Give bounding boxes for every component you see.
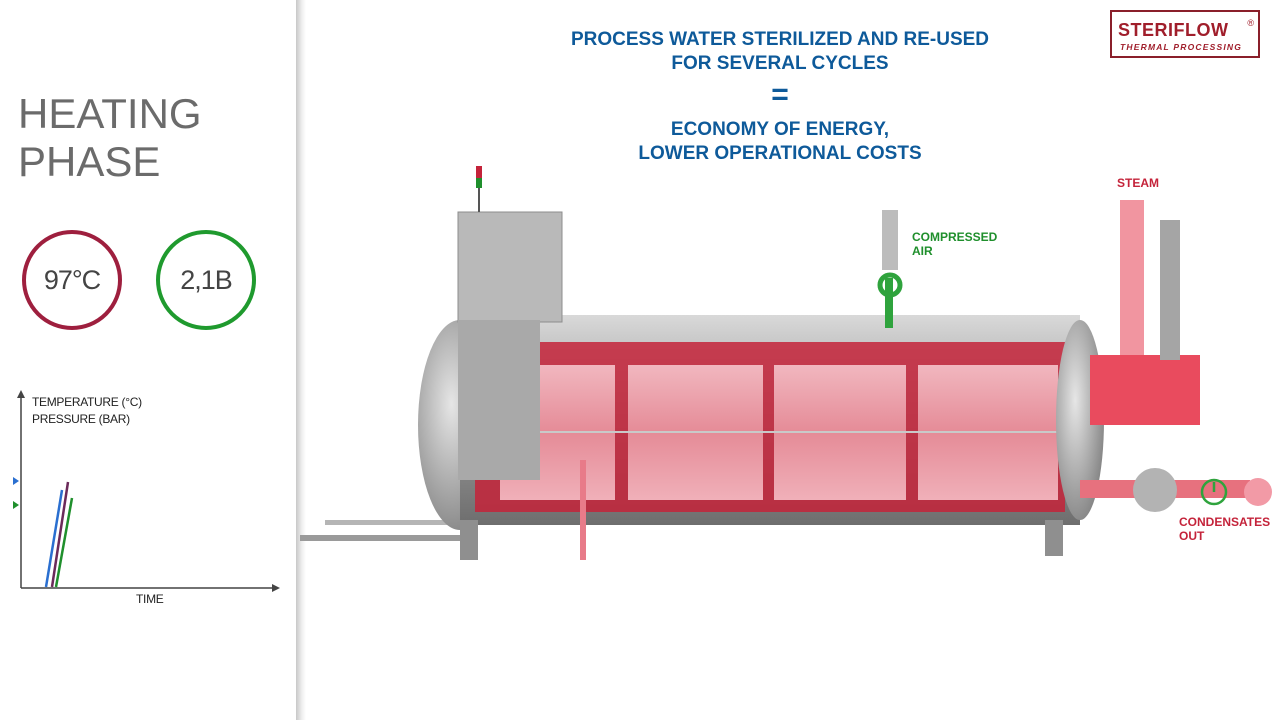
pressure-setpoint-marker (13, 501, 19, 509)
signal-light-green (476, 178, 482, 188)
temperature-gauge: 97°C (22, 230, 122, 330)
cabinet-support (458, 320, 540, 480)
temperature-value: 97°C (43, 264, 101, 295)
pump-power-icon (1200, 478, 1228, 506)
y-axis-arrow (17, 390, 25, 398)
signal-light-red (476, 166, 482, 178)
compressed-air-label-line2: AIR (912, 244, 933, 258)
air-pipe (885, 278, 893, 328)
temperature-pressure-chart: TEMPERATURE (°C) PRESSURE (BAR) TIME (13, 390, 280, 606)
panel-divider (296, 0, 306, 720)
left-panel: HEATING PHASE 97°C 2,1B TEMPERATURE (°C)… (0, 0, 300, 720)
signal-light-pole (478, 188, 480, 212)
logo-name: STERIFLOW (1118, 20, 1229, 40)
x-axis-label: TIME (136, 592, 164, 606)
series-line-temperature (50, 481, 70, 588)
condensates-label-line2: OUT (1179, 529, 1205, 543)
pressure-gauge: 2,1B (156, 230, 256, 330)
steriflow-logo: STERIFLOW ® THERMAL PROCESSING (1110, 10, 1260, 58)
control-cabinet (457, 211, 563, 323)
condensates-label: CONDENSATES OUT (1179, 515, 1270, 543)
steam-label: STEAM (1117, 176, 1159, 190)
condensates-label-line1: CONDENSATES (1179, 515, 1271, 529)
support-leg-left (460, 520, 478, 560)
autoclave-illustration (300, 166, 1272, 560)
logo-subtitle: THERMAL PROCESSING (1120, 42, 1243, 52)
x-axis-arrow (272, 584, 280, 592)
equals-sign: = (771, 78, 789, 111)
logo-registered-mark: ® (1247, 18, 1254, 28)
header-line3: ECONOMY OF ENERGY, (670, 119, 890, 140)
heat-exchanger (1090, 355, 1200, 425)
air-safety-valve (882, 210, 898, 270)
support-leg-right (1045, 520, 1063, 556)
condensate-outlet (1244, 478, 1272, 506)
loading-rail (300, 535, 470, 541)
header-message: PROCESS WATER STERILIZED AND RE-USED FOR… (520, 28, 1040, 166)
steam-valve-assembly (1160, 220, 1180, 360)
phase-title: HEATING PHASE (18, 90, 278, 186)
drain-pipe (580, 460, 586, 560)
compressed-air-label-line1: COMPRESSED (912, 230, 998, 244)
compressed-air-label: COMPRESSED AIR (912, 230, 997, 258)
y-axis-label-pressure: PRESSURE (BAR) (32, 412, 130, 426)
air-valve-icon (877, 272, 903, 298)
circulation-pump (1133, 468, 1177, 512)
series-line-pressure (54, 497, 74, 588)
header-line4: LOWER OPERATIONAL COSTS (638, 143, 922, 164)
loading-rail-upper (325, 520, 465, 525)
phase-title-line1: HEATING (18, 90, 202, 137)
header-line2: FOR SEVERAL CYCLES (671, 53, 889, 74)
phase-title-line2: PHASE (18, 138, 161, 185)
temperature-setpoint-marker (13, 477, 19, 485)
steam-pipe (1120, 200, 1144, 360)
series-line-blue (44, 489, 64, 588)
header-line1: PROCESS WATER STERILIZED AND RE-USED (570, 29, 990, 50)
y-axis-label-temperature: TEMPERATURE (°C) (32, 395, 142, 409)
pressure-value: 2,1B (180, 264, 233, 295)
